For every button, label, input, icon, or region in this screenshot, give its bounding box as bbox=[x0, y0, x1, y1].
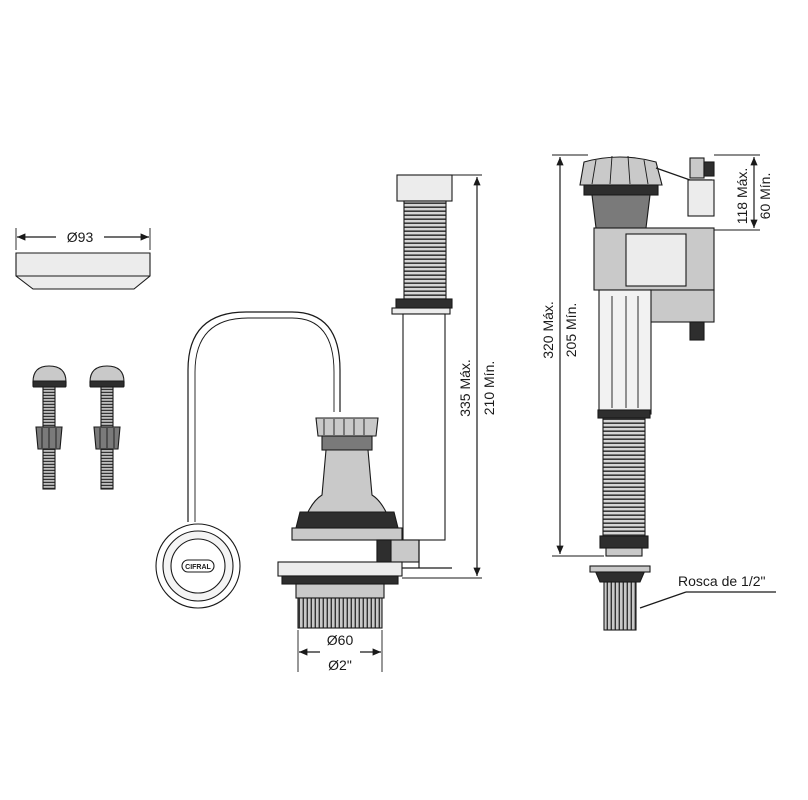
valve-height-dimension: 335 Máx. 210 Mín. bbox=[402, 174, 497, 579]
cap-diameter-label: Ø93 bbox=[67, 229, 94, 245]
fill-height-dimension: 320 Máx. 205 Mín. bbox=[540, 154, 604, 557]
valve-max-label: 335 Máx. bbox=[457, 359, 473, 417]
float-height-dimension: 118 Máx. 60 Mín. bbox=[714, 154, 773, 231]
bolt-right bbox=[89, 365, 125, 490]
cap-part bbox=[15, 252, 151, 290]
float-min-label: 60 Mín. bbox=[757, 173, 773, 220]
fill-min-label: 205 Mín. bbox=[563, 303, 579, 357]
base-diameter-mm-label: Ø60 bbox=[327, 632, 354, 648]
cap-diameter-dimension: Ø93 bbox=[15, 228, 151, 250]
push-button: CIFRAL bbox=[155, 523, 241, 609]
valve-min-label: 210 Mín. bbox=[481, 361, 497, 415]
button-logo: CIFRAL bbox=[185, 564, 211, 571]
base-diameter-dimension: Ø60 Ø2" bbox=[297, 630, 383, 673]
base-diameter-in-label: Ø2" bbox=[328, 657, 352, 673]
flush-valve bbox=[277, 174, 453, 629]
fill-valve bbox=[579, 155, 715, 631]
float-max-label: 118 Máx. bbox=[734, 168, 750, 225]
thread-callout: Rosca de 1/2" bbox=[639, 573, 776, 609]
bolt-left bbox=[32, 365, 67, 490]
fill-max-label: 320 Máx. bbox=[540, 301, 556, 359]
cable bbox=[187, 311, 341, 522]
thread-label: Rosca de 1/2" bbox=[678, 573, 765, 589]
